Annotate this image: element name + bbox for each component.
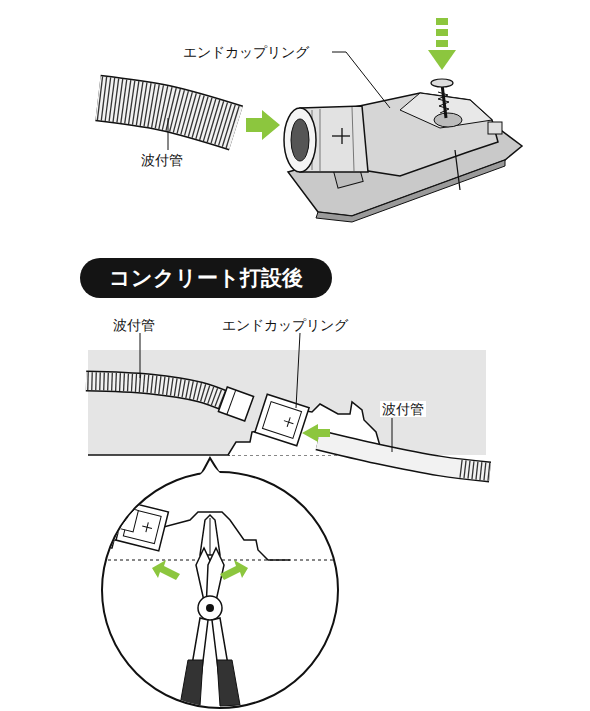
pipe-outline [318, 440, 490, 472]
pipe-rib [155, 376, 157, 394]
insert-arrow [302, 424, 330, 442]
coupling-top [400, 93, 492, 128]
pipe-rib [107, 373, 109, 391]
pipe-rib [460, 460, 462, 478]
socket-ribs [312, 107, 354, 171]
pipe-rib [127, 373, 129, 391]
pipe-rib [468, 461, 470, 479]
pipe-rib [151, 375, 153, 393]
leader-line [168, 118, 169, 150]
pipe-rib [135, 374, 136, 392]
pipe-rib [111, 373, 113, 391]
leader-line [332, 52, 390, 108]
pipe-rib [178, 379, 181, 397]
leader-line [296, 333, 300, 408]
pipe-rib [159, 86, 168, 129]
pipe-rib [95, 372, 97, 390]
pipe-rib [174, 378, 177, 396]
pipe-joint [218, 387, 253, 421]
pipe-rib [148, 84, 155, 127]
screw-boss [434, 113, 462, 127]
pipe-rib [140, 82, 147, 125]
pipe-rib [197, 383, 201, 400]
heading-text: コンクリート打設後 [109, 264, 303, 292]
part-name: エンドカップリング [222, 317, 348, 333]
pipe-rib [464, 460, 466, 478]
section-heading: コンクリート打設後 [80, 258, 332, 298]
part-name: 波付管 [141, 152, 183, 168]
insert-arrow [246, 110, 280, 140]
pipe-rib [87, 372, 89, 390]
part-name: エンドカップリング [183, 44, 309, 60]
corrugated-pipe [86, 372, 490, 481]
pipe-rib [155, 85, 163, 128]
pipe-rib [193, 382, 197, 400]
pipe-rib [484, 463, 486, 481]
inset-pointer [196, 458, 226, 484]
concrete [88, 350, 486, 455]
inset-circle [102, 472, 338, 708]
coupling-socket [255, 394, 309, 446]
leader-line [392, 418, 393, 452]
pin [455, 150, 460, 190]
pipe-rib [472, 461, 474, 479]
part-name: 波付管 [113, 317, 155, 333]
socket-hole [291, 119, 309, 161]
pipe-rib [119, 373, 121, 391]
pipe-rib [159, 376, 161, 394]
screw-arrow [428, 18, 456, 70]
socket-mouth [284, 108, 316, 172]
pipe-rib [488, 463, 490, 481]
inset-detail [96, 501, 344, 706]
pipe-rib [115, 373, 117, 391]
part-name: 波付管 [380, 401, 426, 417]
pipe-rib [143, 374, 144, 392]
pipe-rib [144, 83, 151, 126]
leader-line [140, 333, 141, 378]
pipe-rib [99, 372, 101, 390]
pipe-rib [163, 377, 165, 395]
pipe-rib [182, 380, 185, 398]
pipe-rib [190, 381, 194, 399]
tab [488, 122, 502, 134]
pipe-body [318, 440, 490, 472]
screw [431, 79, 453, 118]
pipe-rib [170, 378, 173, 396]
pipe-rib [152, 84, 160, 127]
concrete-edge [88, 454, 230, 456]
alignment-mark [332, 128, 350, 144]
pipe-rib [226, 106, 239, 148]
pipe-rib [186, 380, 189, 398]
inset-pointer-fill [199, 464, 223, 481]
pipe-rib [476, 462, 478, 480]
pipe-rib [103, 373, 105, 391]
coupling-body [350, 93, 498, 176]
pipe-rib [91, 372, 93, 390]
pipe-rib [167, 377, 169, 395]
pipe-rib [147, 375, 149, 393]
pipe-rib [480, 462, 482, 480]
pipe-rib [123, 373, 125, 391]
pipe-rib [131, 374, 133, 392]
